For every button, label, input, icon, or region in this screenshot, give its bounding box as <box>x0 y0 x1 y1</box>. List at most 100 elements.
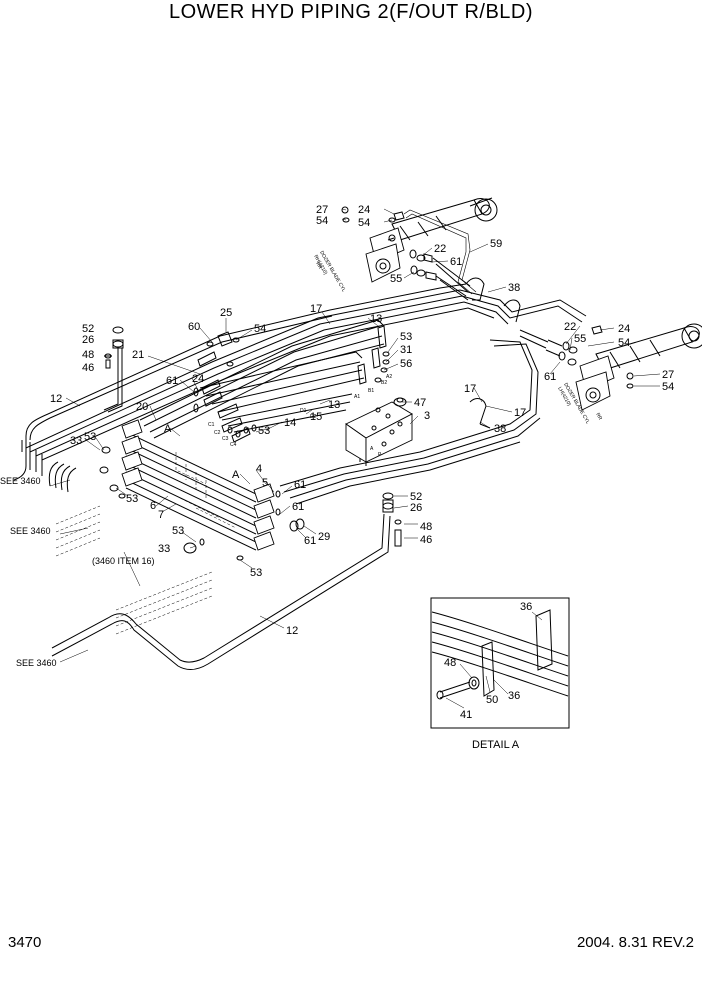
callout-61: 61 <box>450 256 462 268</box>
callout-29: 29 <box>318 531 330 543</box>
callout-54: 54 <box>662 381 674 393</box>
callout-53: 53 <box>84 431 96 443</box>
callout-24: 24 <box>618 323 630 335</box>
callout-54: 54 <box>316 215 328 227</box>
port-mark-d2: D2 <box>310 414 317 420</box>
callout-26: 26 <box>410 502 422 514</box>
cyl-lh-end-label: RR <box>594 412 603 422</box>
view-marker-a: A <box>164 423 172 435</box>
leader-lines <box>49 208 661 709</box>
hose-ends-front: C1 C2 C3 C4 D1 D2 <box>104 326 317 448</box>
port-mark-b2: B2 <box>381 380 387 386</box>
callout-36: 36 <box>520 601 532 613</box>
manifold-stack <box>99 419 305 561</box>
callout-61: 61 <box>166 375 178 387</box>
callout-20: 20 <box>136 401 148 413</box>
callout-7: 7 <box>158 509 164 521</box>
callout-46: 46 <box>420 534 432 546</box>
port-mark-a2: A2 <box>386 374 392 380</box>
callout-26: 26 <box>82 334 94 346</box>
callout-labels: 27 54 24 54 22 61 55 59 17 38 25 60 54 5… <box>0 204 674 751</box>
callout-61: 61 <box>544 371 556 383</box>
callout-53: 53 <box>258 425 270 437</box>
callout-21: 21 <box>132 349 144 361</box>
callout-22: 22 <box>434 243 446 255</box>
callout-55: 55 <box>574 333 586 345</box>
callout-5: 5 <box>262 477 268 489</box>
callout-52: 52 <box>82 323 94 335</box>
page-title: LOWER HYD PIPING 2(F/OUT R/BLD) <box>168 1 534 23</box>
port-mark-c3: C3 <box>222 436 229 442</box>
port-mark-c2: C2 <box>214 430 221 436</box>
see-ref-3: SEE 3460 <box>16 658 57 668</box>
port-mark-a1: A1 <box>354 394 360 400</box>
callout-53: 53 <box>126 493 138 505</box>
see-ref-2: SEE 3460 <box>10 526 51 536</box>
callout-4: 4 <box>256 463 262 475</box>
callout-22: 22 <box>564 321 576 333</box>
port-mark-b1: B1 <box>368 388 374 394</box>
date-revision: 2004. 8.31 REV.2 <box>576 934 694 951</box>
callout-13: 13 <box>370 313 382 325</box>
pipe-runs-middle <box>139 319 541 505</box>
page-number: 3470 <box>8 934 42 951</box>
clamps-38 <box>465 277 521 429</box>
port-mark-c4: C4 <box>230 442 237 448</box>
callout-48: 48 <box>444 657 456 669</box>
control-valve-block: B2 B1 A1 A2 A P <box>345 325 413 463</box>
item-ref: (3460 ITEM 16) <box>92 556 155 566</box>
callout-52: 52 <box>410 491 422 503</box>
callout-46: 46 <box>82 362 94 374</box>
pipe-lower-12 <box>51 492 402 671</box>
port-mark-a: A <box>370 446 374 452</box>
callout-47: 47 <box>414 397 426 409</box>
callout-27: 27 <box>316 204 328 216</box>
callout-53: 53 <box>250 567 262 579</box>
callout-15: 15 <box>310 411 322 423</box>
callout-24: 24 <box>192 373 204 385</box>
callout-6: 6 <box>150 500 156 512</box>
callout-13: 13 <box>328 399 340 411</box>
see-ref-1: SEE 3460 <box>0 476 41 486</box>
callout-38: 38 <box>494 423 506 435</box>
rh-dozer-blade-cylinder: RR DOZER BLADE CYL RH(4210) <box>312 197 498 301</box>
callout-61: 61 <box>304 535 316 547</box>
callout-33: 33 <box>70 435 82 447</box>
callout-14: 14 <box>284 417 296 429</box>
detail-a-caption: DETAIL A <box>472 739 520 751</box>
callout-17: 17 <box>464 383 476 395</box>
callout-54: 54 <box>618 337 630 349</box>
port-mark-c1: C1 <box>208 422 215 428</box>
callout-33: 33 <box>158 543 170 555</box>
view-marker-a: A <box>232 469 240 481</box>
callout-54: 54 <box>358 217 370 229</box>
callout-31: 31 <box>400 344 412 356</box>
callout-41: 41 <box>460 709 472 721</box>
callout-12: 12 <box>286 625 298 637</box>
callout-27: 27 <box>662 369 674 381</box>
callout-12: 12 <box>50 393 62 405</box>
callout-53: 53 <box>400 331 412 343</box>
callout-48: 48 <box>82 349 94 361</box>
callout-61: 61 <box>294 479 306 491</box>
callout-38: 38 <box>508 282 520 294</box>
callout-3: 3 <box>424 410 430 422</box>
pipe-bundle-upper <box>13 283 587 493</box>
callout-50: 50 <box>486 694 498 706</box>
callout-59: 59 <box>490 238 502 250</box>
callout-17: 17 <box>310 303 322 315</box>
cyl-rh-end-label: RR <box>314 261 323 271</box>
callout-17: 17 <box>514 407 526 419</box>
callout-60: 60 <box>188 321 200 333</box>
callout-53: 53 <box>172 525 184 537</box>
callout-48: 48 <box>420 521 432 533</box>
detail-a <box>430 597 570 729</box>
port-mark-p: P <box>378 452 382 458</box>
callout-56: 56 <box>400 358 412 370</box>
callout-54: 54 <box>254 323 266 335</box>
port-mark-d1: D1 <box>300 408 307 414</box>
callout-55: 55 <box>390 273 402 285</box>
callout-25: 25 <box>220 307 232 319</box>
callout-61: 61 <box>292 501 304 513</box>
